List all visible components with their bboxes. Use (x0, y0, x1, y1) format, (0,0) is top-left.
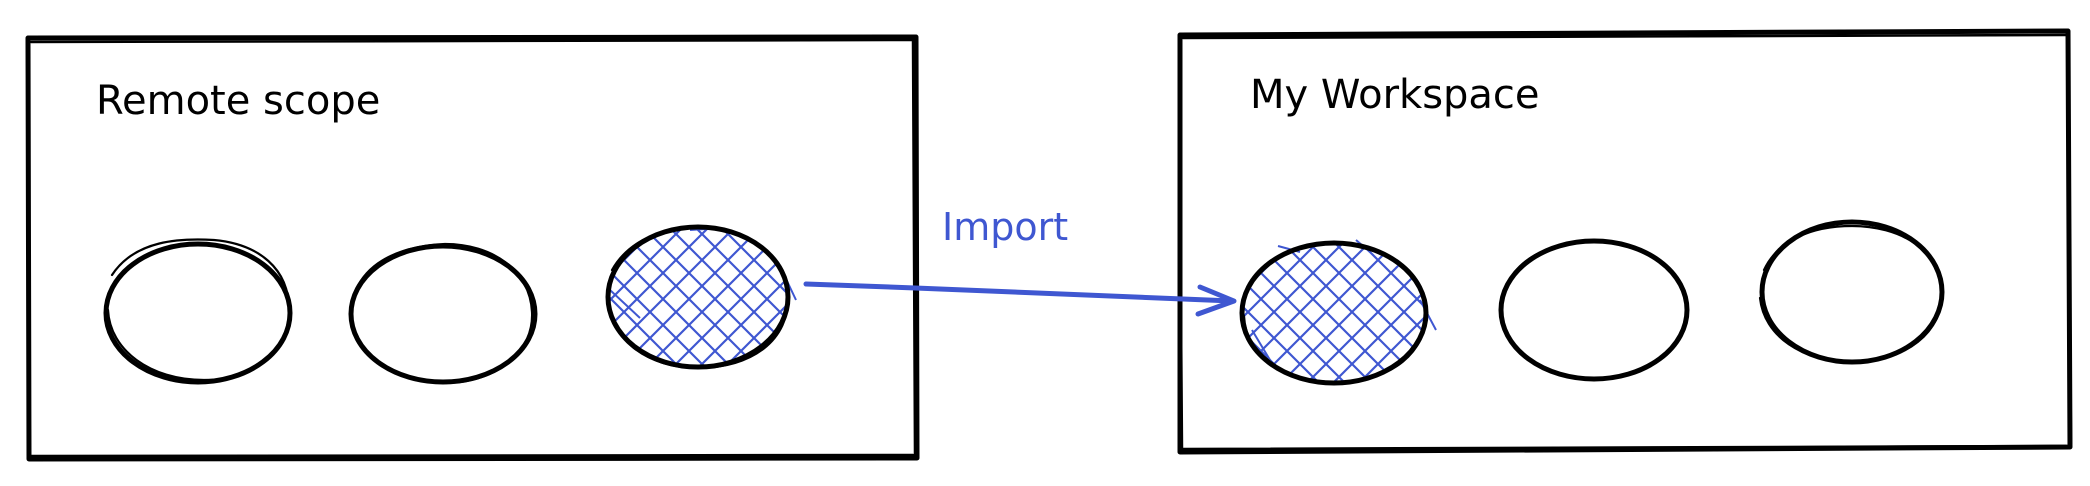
remote-scope-frame (25, 34, 920, 462)
remote-scope-title: Remote scope (96, 78, 380, 124)
workspace-component-imported (1239, 239, 1437, 386)
remote-component-2 (348, 242, 538, 385)
workspace-title: My Workspace (1250, 72, 1540, 118)
import-label: Import (942, 205, 1068, 249)
workspace-frame (1177, 28, 2073, 455)
workspace-component-3 (1758, 219, 1945, 365)
remote-component-1 (103, 238, 293, 385)
import-arrow (803, 281, 1237, 317)
workspace-component-2 (1498, 238, 1690, 382)
remote-component-selected (605, 224, 797, 370)
